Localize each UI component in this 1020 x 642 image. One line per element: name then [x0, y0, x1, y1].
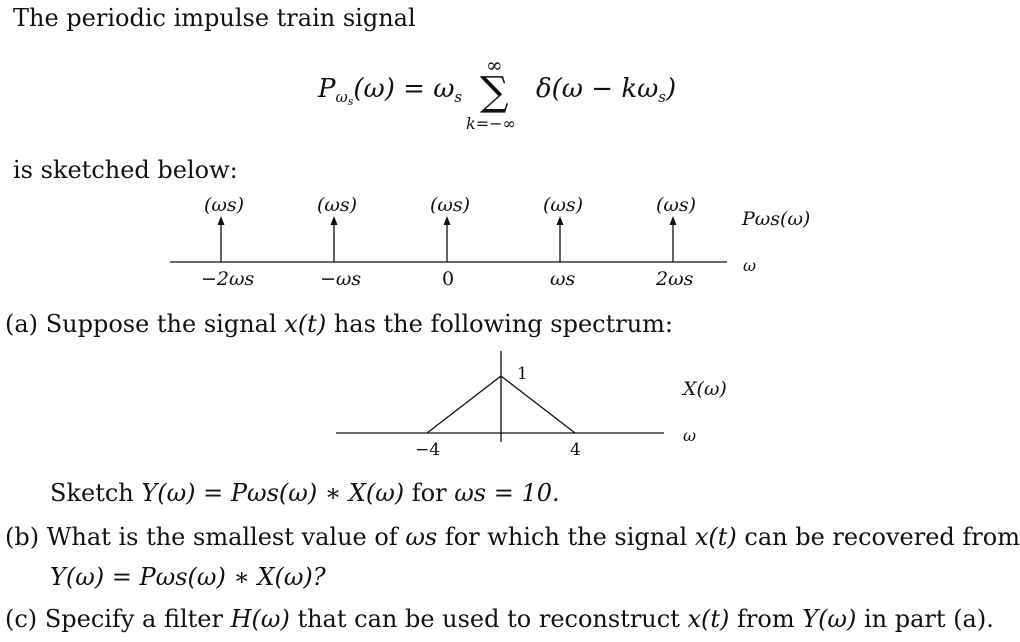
eq-coeff: ω — [433, 74, 455, 104]
part-b-line1-before: What is the smallest value of — [46, 523, 406, 551]
part-b-line-1: (b) What is the smallest value of ωs for… — [5, 525, 1020, 549]
part-c-text1: Specify a filter — [44, 605, 231, 633]
part-b-marker: (b) — [5, 523, 40, 551]
spectrum-signal-label: X(ω) — [683, 378, 727, 400]
impulse-weight-label-5: (ωs) — [656, 194, 697, 216]
eq-equals: = — [403, 74, 425, 104]
impulse-weight-label-1: (ωs) — [204, 194, 245, 216]
intro-text: The periodic impulse train signal — [13, 4, 416, 32]
part-b-x-of-t: x(t) — [694, 523, 737, 551]
part-c-y: Y(ω) — [802, 605, 857, 633]
part-a-text-after: has the following spectrum: — [326, 310, 674, 338]
sketch-cond: ωs = 10. — [454, 479, 560, 507]
impulse-tick-label: ωs — [550, 268, 576, 290]
impulse-axis-label: ω — [743, 256, 757, 275]
eq-sum-upper: ∞ — [486, 53, 503, 77]
spectrum-triangle — [426, 375, 576, 434]
sketched-text: is sketched below: — [13, 156, 238, 184]
part-c-h: H(ω) — [230, 605, 290, 633]
part-c-x-of-t: x(t) — [687, 605, 730, 633]
impulse-arrowhead — [217, 216, 225, 225]
eq-lhs-subsub: s — [347, 95, 354, 108]
eq-term-close: ) — [665, 74, 677, 104]
impulse-tick-label: −ωs — [320, 268, 362, 290]
impulse-weight-label-2: (ωs) — [317, 194, 358, 216]
spectrum-right-label: 4 — [570, 440, 581, 460]
eq-lhs-arg: (ω) — [353, 74, 395, 104]
eq-lhs-sub: ω — [335, 88, 348, 106]
part-a-marker: (a) — [5, 310, 39, 338]
eq-coeff-sub: s — [454, 88, 463, 106]
impulse-tick-label: 2ωs — [656, 268, 694, 290]
eq-lhs-symbol: P — [318, 74, 336, 104]
impulse-weight-label-3: (ωs) — [430, 194, 471, 216]
impulse-tick-label: 0 — [442, 268, 455, 290]
sketch-for: for — [404, 479, 455, 507]
eq-term-sub: s — [658, 88, 666, 106]
part-a-line: (a) Suppose the signal x(t) has the foll… — [5, 312, 673, 336]
part-c-marker: (c) — [5, 605, 38, 633]
part-b-line-2: Y(ω) = Pωs(ω) ∗ X(ω)? — [50, 563, 326, 591]
impulse-arrowhead — [556, 216, 564, 225]
part-c-text2: that can be used to reconstruct — [289, 605, 688, 633]
spectrum-left-label: −4 — [415, 440, 441, 460]
part-a-text-before: Suppose the signal — [45, 310, 285, 338]
impulse-arrowhead — [669, 216, 677, 225]
eq-sum-lower: k=−∞ — [466, 114, 516, 133]
part-b-line1-after: can be recovered from — [736, 523, 1020, 551]
part-a-x-of-t: x(t) — [284, 310, 327, 338]
impulse-tick-label: −2ωs — [201, 268, 255, 290]
part-b-line1-mid: for which the signal — [437, 523, 695, 551]
part-b-ws: ωs — [405, 523, 438, 551]
impulse-arrows — [217, 216, 677, 262]
spectrum-peak-label: 1 — [517, 364, 528, 384]
impulse-signal-label: Pωs(ω) — [742, 208, 811, 230]
eq-term: δ(ω − kω — [536, 74, 659, 104]
spectrum-axis-label: ω — [683, 426, 697, 445]
impulse-arrowhead — [330, 216, 338, 225]
part-c-text3: from — [729, 605, 803, 633]
sketch-expr: Y(ω) = Pωs(ω) ∗ X(ω) — [141, 479, 405, 507]
part-c-line: (c) Specify a filter H(ω) that can be us… — [5, 607, 994, 631]
impulse-arrowhead — [443, 216, 451, 225]
impulse-weight-label-4: (ωs) — [543, 194, 584, 216]
sketch-line: Sketch Y(ω) = Pωs(ω) ∗ X(ω) for ωs = 10. — [50, 481, 560, 505]
sketch-word: Sketch — [50, 479, 142, 507]
part-c-text4: in part (a). — [856, 605, 994, 633]
eq-sum-symbol: ∑ — [480, 69, 509, 115]
